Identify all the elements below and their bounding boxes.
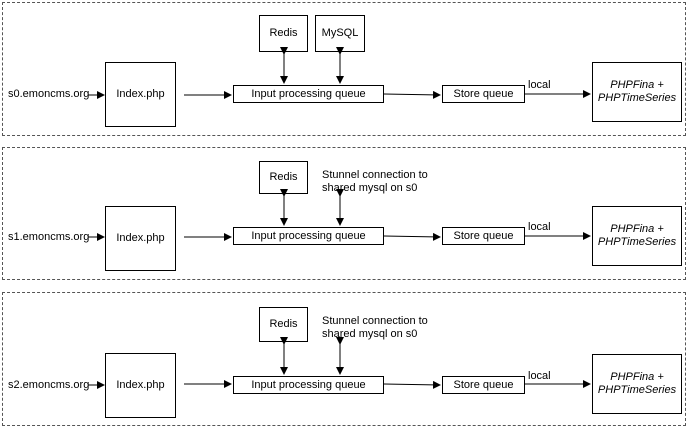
local-label: local xyxy=(528,79,551,91)
server-panel-s1 xyxy=(2,147,686,280)
input-processing-queue-box: Input processing queue xyxy=(233,227,384,245)
redis-box: Redis xyxy=(259,307,308,342)
host-label: s2.emoncms.org xyxy=(8,379,90,391)
store-queue-label: Store queue xyxy=(453,87,514,100)
storage-engines-label: PHPFina + PHPTimeSeries xyxy=(597,371,677,396)
mysql-label: MySQL xyxy=(321,27,359,39)
local-label: local xyxy=(528,370,551,382)
redis-label: Redis xyxy=(269,27,298,39)
redis-box: Redis xyxy=(259,15,308,52)
store-queue-label: Store queue xyxy=(453,229,514,242)
storage-engines-box: PHPFina + PHPTimeSeries xyxy=(592,206,682,266)
storage-engines-label: PHPFina + PHPTimeSeries xyxy=(597,223,677,248)
storage-engines-box: PHPFina + PHPTimeSeries xyxy=(592,62,682,122)
input-processing-queue-label: Input processing queue xyxy=(251,229,366,242)
store-queue-label: Store queue xyxy=(453,378,514,391)
store-queue-box: Store queue xyxy=(442,376,525,394)
store-queue-box: Store queue xyxy=(442,85,525,103)
index-php-label: Index.php xyxy=(116,379,165,391)
input-processing-queue-label: Input processing queue xyxy=(251,378,366,391)
input-processing-queue-box: Input processing queue xyxy=(233,376,384,394)
mysql-box: MySQL xyxy=(315,15,365,52)
server-panel-s0 xyxy=(2,2,686,136)
host-label: s1.emoncms.org xyxy=(8,231,90,243)
server-panel-s2 xyxy=(2,292,686,426)
index-php-label: Index.php xyxy=(116,232,165,244)
index-php-label: Index.php xyxy=(116,88,165,100)
arrow-input-to-store-queue xyxy=(383,380,441,389)
input-processing-queue-box: Input processing queue xyxy=(233,85,384,103)
arrow-input-to-store-queue xyxy=(383,232,441,241)
storage-engines-box: PHPFina + PHPTimeSeries xyxy=(592,354,682,414)
index-php-box: Index.php xyxy=(105,62,176,127)
stunnel-note: Stunnel connection to shared mysql on s0 xyxy=(322,315,428,340)
host-label: s0.emoncms.org xyxy=(8,88,90,100)
local-label: local xyxy=(528,221,551,233)
arrow-input-to-store-queue xyxy=(383,90,441,99)
redis-label: Redis xyxy=(269,171,298,183)
stunnel-note: Stunnel connection to shared mysql on s0 xyxy=(322,169,428,194)
storage-engines-label: PHPFina + PHPTimeSeries xyxy=(597,79,677,104)
redis-box: Redis xyxy=(259,161,308,194)
redis-label: Redis xyxy=(269,318,298,330)
store-queue-box: Store queue xyxy=(442,227,525,245)
index-php-box: Index.php xyxy=(105,353,176,418)
input-processing-queue-label: Input processing queue xyxy=(251,87,366,100)
index-php-box: Index.php xyxy=(105,206,176,271)
